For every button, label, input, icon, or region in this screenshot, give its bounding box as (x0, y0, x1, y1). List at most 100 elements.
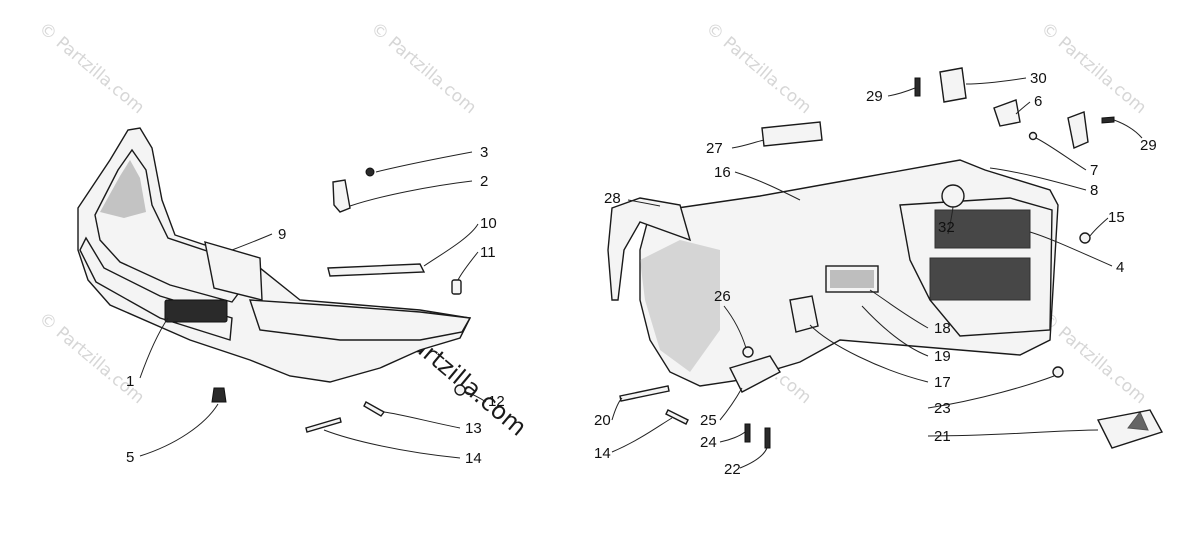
callout-5: 5 (126, 449, 134, 466)
leader-15 (1089, 217, 1109, 237)
leader-28 (627, 199, 661, 207)
leader-16 (734, 171, 801, 201)
leader-11 (457, 251, 479, 281)
callout-25: 25 (700, 412, 717, 429)
callout-14-right: 14 (594, 445, 611, 462)
callout-10: 10 (480, 215, 497, 232)
part-6-bracket (993, 99, 1021, 127)
callout-6: 6 (1034, 93, 1042, 110)
callout-21: 21 (934, 428, 951, 445)
part-2-bracket (332, 179, 351, 213)
part-13-bolt (363, 401, 386, 417)
part-5-fastener (211, 387, 227, 403)
part-22-screw (764, 427, 771, 449)
callout-17: 17 (934, 374, 951, 391)
callout-28: 28 (604, 190, 621, 207)
callout-4: 4 (1116, 259, 1124, 276)
leader-29-left (887, 87, 916, 97)
part-24-screw (744, 423, 751, 443)
callout-29-left: 29 (866, 88, 883, 105)
left-belly-pan-assembly (77, 127, 472, 433)
part-20-bolt (619, 385, 670, 402)
leader-24 (719, 431, 746, 443)
part-21-reflector (1096, 409, 1164, 449)
watermark-top-mid-left: © Partzilla.com (367, 19, 480, 119)
leader-6 (1015, 101, 1031, 115)
leader-26 (723, 305, 747, 349)
belly-pan-shadow (100, 160, 146, 218)
part-10-strip (327, 263, 426, 277)
part-17-pad (789, 295, 819, 333)
leader-30 (965, 77, 1027, 85)
leader-9 (231, 233, 273, 251)
belly-pan-front-vent (164, 299, 228, 323)
callout-26: 26 (714, 288, 731, 305)
callout-22: 22 (724, 461, 741, 478)
callout-7: 7 (1090, 162, 1098, 179)
part-11-grommet (451, 279, 462, 295)
leader-25 (719, 387, 743, 421)
leader-3 (375, 151, 473, 173)
callout-20: 20 (594, 412, 611, 429)
part-26-nut (742, 346, 754, 358)
leader-12 (465, 391, 487, 403)
part-30-clip (939, 67, 967, 103)
leader-5 (139, 403, 219, 457)
callout-23: 23 (934, 400, 951, 417)
callout-27: 27 (706, 140, 723, 157)
part-9-plate (204, 241, 263, 301)
leader-lines (139, 77, 1143, 469)
callout-13: 13 (465, 420, 482, 437)
reflector-21-triangle (1127, 411, 1149, 431)
leader-13 (383, 411, 461, 429)
part-25-bracket (729, 355, 781, 393)
leader-8 (989, 167, 1087, 191)
leader-32 (947, 206, 954, 235)
leader-20 (611, 397, 623, 421)
part-7-latch (1067, 111, 1089, 149)
leader-2 (349, 180, 473, 207)
right-hood-assembly (607, 67, 1164, 449)
leader-1 (139, 317, 169, 379)
callout-19: 19 (934, 348, 951, 365)
leader-7 (1035, 137, 1087, 171)
callout-29-right: 29 (1140, 137, 1157, 154)
callout-12: 12 (488, 393, 505, 410)
callout-16: 16 (714, 164, 731, 181)
leader-14-right (611, 417, 673, 453)
watermark-top-right: © Partzilla.com (1037, 19, 1150, 119)
part-28-windshield-trim (607, 197, 692, 301)
leader-21 (927, 429, 1099, 437)
part-29-screw-left (914, 77, 921, 97)
callout-24: 24 (700, 434, 717, 451)
watermark-bottom-left: © Partzilla.com (35, 309, 148, 409)
watermark-bottom-right: © Partzilla.com (1037, 309, 1150, 409)
callout-18: 18 (934, 320, 951, 337)
leader-14-left (323, 429, 461, 459)
callout-8: 8 (1090, 182, 1098, 199)
leader-23 (927, 375, 1055, 409)
grille-18-shade (830, 270, 874, 288)
callout-labels: 1 2 3 5 9 10 11 12 13 14 4 6 7 8 14 15 1… (126, 70, 1157, 478)
leader-19 (861, 305, 929, 357)
part-3-nut (365, 167, 375, 177)
hood-left-shading (640, 240, 720, 372)
part-29-screw-right (1101, 116, 1115, 124)
callout-3: 3 (480, 144, 488, 161)
part-27-cover (761, 121, 823, 147)
part-8-washer (1028, 131, 1038, 141)
watermark-top-mid-right: © Partzilla.com (702, 19, 815, 119)
watermark-top-left: © Partzilla.com (35, 19, 148, 119)
leader-22 (739, 447, 768, 469)
leader-27 (731, 139, 765, 149)
leader-29-right (1113, 119, 1143, 139)
leader-17 (809, 324, 929, 383)
part-14-pin-right (665, 409, 689, 425)
callout-1: 1 (126, 373, 134, 390)
leader-18 (869, 289, 929, 329)
callout-9: 9 (278, 226, 286, 243)
leader-4 (1029, 231, 1113, 267)
callout-11: 11 (480, 244, 496, 261)
leader-10 (423, 223, 479, 267)
